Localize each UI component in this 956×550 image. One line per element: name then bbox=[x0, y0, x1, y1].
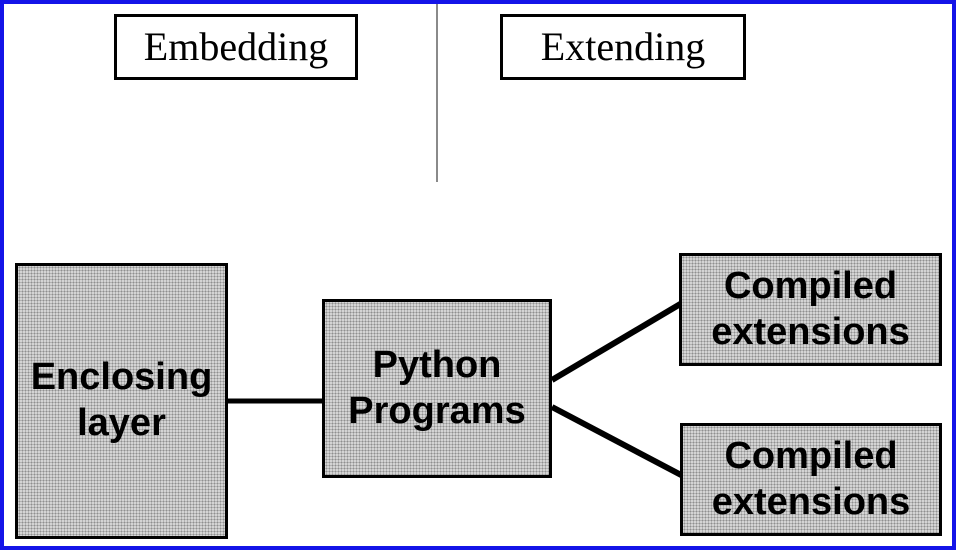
node-python-programs-label: Python Programs bbox=[348, 343, 526, 432]
node-compiled-extensions-bottom: Compiled extensions bbox=[680, 423, 942, 536]
embedding-label-box: Embedding bbox=[114, 14, 358, 80]
node-enclosing-layer: Enclosing layer bbox=[15, 263, 228, 539]
extending-label: Extending bbox=[540, 24, 706, 69]
node-compiled-extensions-top-label: Compiled extensions bbox=[711, 264, 910, 353]
node-compiled-extensions-bottom-label: Compiled extensions bbox=[711, 434, 911, 523]
node-compiled-extensions-top: Compiled extensions bbox=[679, 253, 942, 366]
embedding-label: Embedding bbox=[143, 24, 329, 69]
node-python-programs: Python Programs bbox=[322, 299, 552, 478]
section-divider-line bbox=[436, 4, 438, 182]
connector-python-extensions-bottom bbox=[550, 404, 685, 479]
node-enclosing-layer-label: Enclosing layer bbox=[30, 356, 213, 444]
extending-label-box: Extending bbox=[500, 14, 746, 80]
connector-python-extensions-top bbox=[550, 300, 684, 383]
